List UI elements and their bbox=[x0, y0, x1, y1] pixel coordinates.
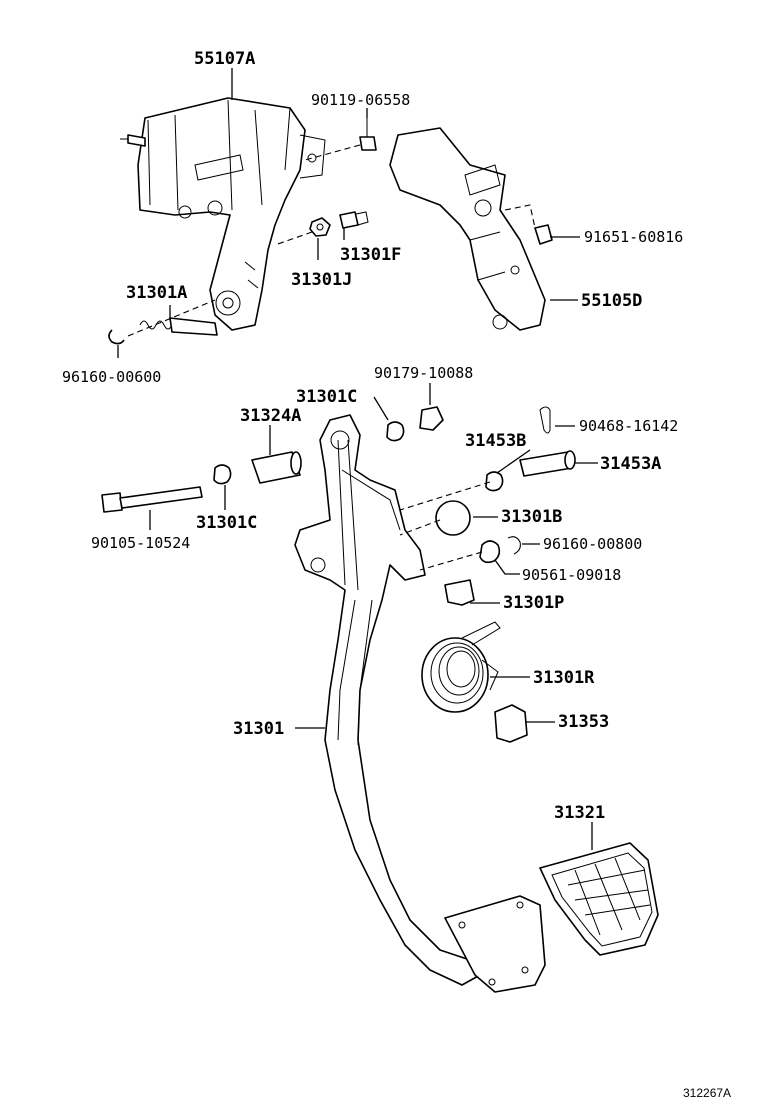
leader-lines bbox=[117, 68, 598, 850]
label-90119-06558: 90119-06558 bbox=[311, 91, 410, 109]
bushing-collars-drawing bbox=[101, 406, 444, 513]
lever-55105D-drawing bbox=[389, 127, 553, 331]
label-31301A: 31301A bbox=[126, 283, 187, 303]
label-31301: 31301 bbox=[233, 719, 284, 739]
label-31353: 31353 bbox=[558, 712, 609, 732]
label-96160-00800: 96160-00800 bbox=[543, 535, 642, 553]
label-91651-60816: 91651-60816 bbox=[584, 228, 683, 246]
label-31324A: 31324A bbox=[240, 406, 301, 426]
label-31301C-bottom: 31301C bbox=[196, 513, 257, 533]
label-90179-10088: 90179-10088 bbox=[374, 364, 473, 382]
nut-bolt-31301J-31301F-drawing bbox=[274, 211, 369, 246]
label-31301C-top: 31301C bbox=[296, 387, 357, 407]
pedal-bracket-drawing bbox=[120, 97, 326, 331]
label-31301R: 31301R bbox=[533, 668, 595, 688]
label-90468-16142: 90468-16142 bbox=[579, 417, 678, 435]
label-31301F: 31301F bbox=[340, 245, 401, 265]
label-31453A: 31453A bbox=[600, 454, 661, 474]
label-55107A: 55107A bbox=[194, 49, 255, 69]
pedal-pad-drawing bbox=[539, 842, 659, 956]
label-31301P: 31301P bbox=[503, 593, 564, 613]
label-55105D: 55105D bbox=[581, 291, 642, 311]
pin-clip-31453-drawing bbox=[399, 406, 576, 511]
brake-pedal-arm-drawing bbox=[294, 414, 546, 993]
label-96160-00600: 96160-00600 bbox=[62, 368, 161, 386]
pushrod-parts-drawing bbox=[399, 500, 521, 606]
pedal-spring-drawing bbox=[421, 621, 528, 743]
label-31301J: 31301J bbox=[291, 270, 352, 290]
diagram-code: 312267A bbox=[683, 1086, 731, 1100]
return-spring-31301A-drawing bbox=[108, 299, 218, 345]
label-90105-10524: 90105-10524 bbox=[91, 534, 190, 552]
label-31453B: 31453B bbox=[465, 431, 526, 451]
bolt-90119-drawing bbox=[304, 118, 377, 161]
label-31301B: 31301B bbox=[501, 507, 562, 527]
label-90561-09018: 90561-09018 bbox=[522, 566, 621, 584]
label-31321: 31321 bbox=[554, 803, 605, 823]
part-labels: 55107A 90119-06558 91651-60816 31301F 31… bbox=[62, 49, 731, 1100]
